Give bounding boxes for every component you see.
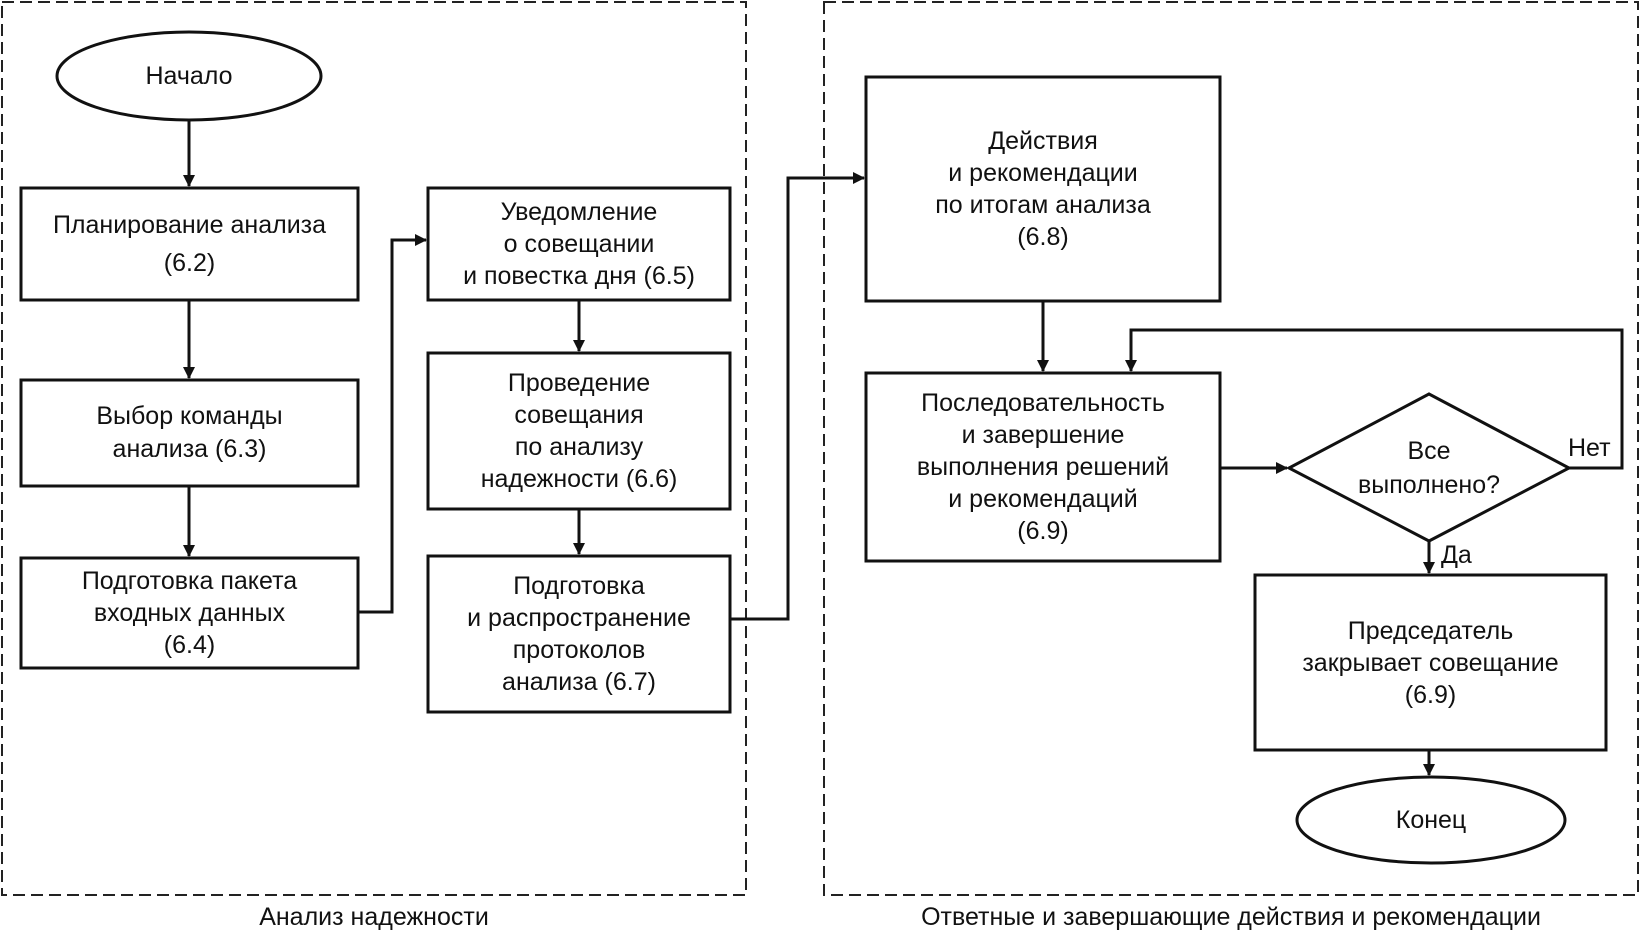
arrow-package-to-notice <box>358 234 427 614</box>
actions-label: Действия и рекомендации по итогам анализ… <box>935 127 1151 251</box>
notice-label: Уведомление о совещании и повестка дня (… <box>463 198 695 290</box>
no-label: Нет <box>1568 434 1611 462</box>
right-panel-frame <box>823 1 1639 896</box>
left-panel-frame <box>1 1 747 896</box>
meeting-box <box>426 351 732 511</box>
sequence-box <box>864 371 1222 563</box>
start-label: Начало <box>145 61 233 90</box>
package-label: Подготовка пакета входных данных (6.4) <box>81 567 298 659</box>
yes-label: Да <box>1441 541 1472 569</box>
meeting-label: Проведение совещания по анализу надежнос… <box>480 369 678 493</box>
arrow-protocols-to-actions <box>730 172 865 621</box>
actions-box <box>864 75 1222 303</box>
end-label: Конец <box>1395 805 1467 834</box>
chair-box <box>1253 573 1608 752</box>
sequence-label: Последовательность и завершение выполнен… <box>916 389 1170 545</box>
team-label: Выбор команды анализа (6.3) <box>96 402 283 463</box>
arrow-decision-no-loop <box>1125 328 1624 470</box>
left-panel-caption: Анализ надежности <box>259 903 489 931</box>
chair-label: Председатель закрывает совещание (6.9) <box>1302 616 1559 709</box>
notice-box <box>426 186 732 302</box>
protocols-label: Подготовка и распространение протоколов … <box>467 572 691 696</box>
plan-box <box>19 186 360 302</box>
decision-label: Все выполнено? <box>1357 437 1501 499</box>
end-terminator <box>1295 775 1567 865</box>
protocols-box <box>426 554 732 714</box>
right-panel-caption: Ответные и завершающие действия и рекоме… <box>921 903 1541 931</box>
plan-label: Планирование анализа (6.2) <box>52 211 327 277</box>
